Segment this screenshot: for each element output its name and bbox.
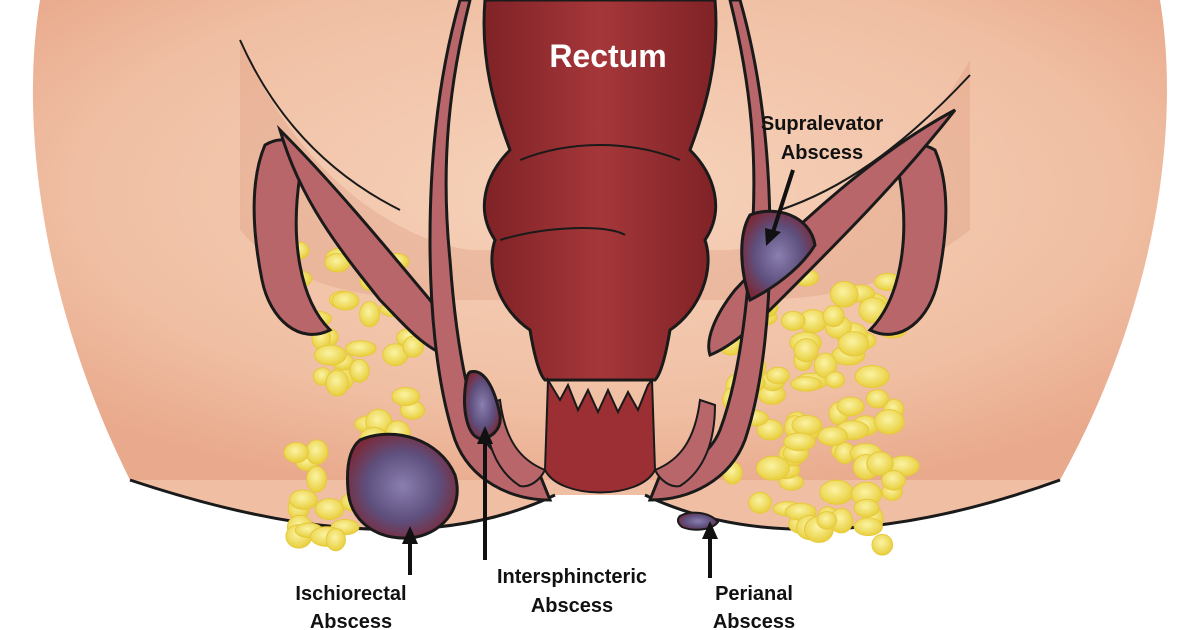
- fat-globule: [305, 439, 329, 465]
- levator-ani-muscle: [252, 108, 957, 357]
- fat-globule: [314, 344, 347, 366]
- fat-globule: [306, 465, 328, 493]
- fat-globule: [830, 280, 859, 308]
- fat-globule: [790, 376, 823, 392]
- fat-globule: [881, 470, 906, 491]
- fat-globule: [756, 455, 790, 481]
- fat-globule: [836, 396, 865, 417]
- fat-globule: [325, 528, 346, 552]
- fat-globule: [314, 498, 345, 521]
- ischiorectal-label-line2: Abscess: [310, 611, 392, 630]
- fat-globule: [825, 371, 845, 389]
- fat-globule: [874, 409, 905, 435]
- fat-globule: [289, 489, 318, 510]
- ischiorectal-abscess: [346, 432, 459, 540]
- fat-globule: [822, 305, 845, 328]
- intersphincteric-label-line1: Intersphincteric: [497, 566, 647, 588]
- intersphincteric-label-line2: Abscess: [531, 595, 613, 617]
- fat-globule: [817, 426, 848, 447]
- fat-globule: [865, 389, 889, 409]
- fat-globule: [853, 498, 880, 518]
- fat-globule: [359, 301, 381, 328]
- fat-globule: [748, 491, 772, 514]
- fat-globule: [766, 366, 790, 385]
- fat-globule: [349, 358, 370, 383]
- fat-globule: [871, 533, 894, 556]
- fat-globule: [325, 369, 349, 397]
- fat-globule: [780, 310, 806, 331]
- intersphincteric-abscess: [463, 370, 502, 440]
- supralevator-abscess: [740, 209, 817, 303]
- fat-globule: [837, 331, 870, 357]
- fat-globule: [853, 517, 883, 537]
- perianal-label-line2: Abscess: [713, 611, 795, 630]
- fat-globule: [854, 365, 890, 388]
- supralevator-label-line2: Abscess: [781, 142, 863, 164]
- perianal-abscess: [676, 511, 720, 531]
- supralevator-label-line1: Supralevator: [761, 113, 883, 135]
- fat-globule: [793, 338, 819, 363]
- fat-globule: [783, 432, 816, 452]
- perianal-label-line1: Perianal: [715, 583, 793, 605]
- ischiorectal-label-line1: Ischiorectal: [295, 583, 406, 605]
- fat-globule: [402, 335, 424, 358]
- fat-globule: [756, 419, 784, 441]
- fat-globule: [283, 442, 309, 463]
- rectum-label: Rectum: [549, 38, 666, 74]
- fat-globule: [813, 352, 838, 379]
- rectum: [482, 0, 718, 494]
- fat-globule: [819, 479, 854, 505]
- fat-globule: [816, 511, 838, 530]
- fat-globule: [791, 414, 823, 436]
- fat-globule: [866, 451, 894, 476]
- fat-globule: [345, 340, 377, 357]
- fat-globule: [331, 291, 360, 311]
- fat-globule: [391, 387, 421, 406]
- label-arrows: [402, 169, 795, 578]
